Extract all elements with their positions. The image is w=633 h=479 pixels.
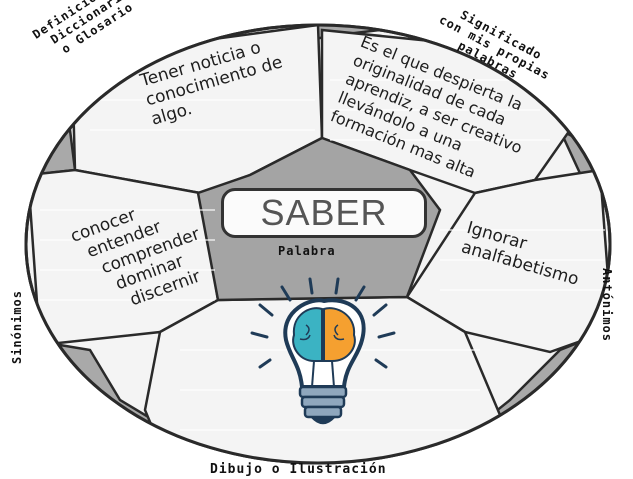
word-text: SABER	[260, 192, 388, 233]
lightbulb-brain-icon	[250, 277, 396, 425]
word-box: SABER	[221, 188, 427, 238]
synonyms-label: Sinónimos	[10, 289, 25, 365]
antonyms-label: Antónimos	[600, 267, 615, 343]
panel-lines	[40, 79, 605, 431]
drawing-label: Dibujo o Ilustración	[210, 462, 387, 477]
word-caption: Palabra	[278, 244, 336, 258]
